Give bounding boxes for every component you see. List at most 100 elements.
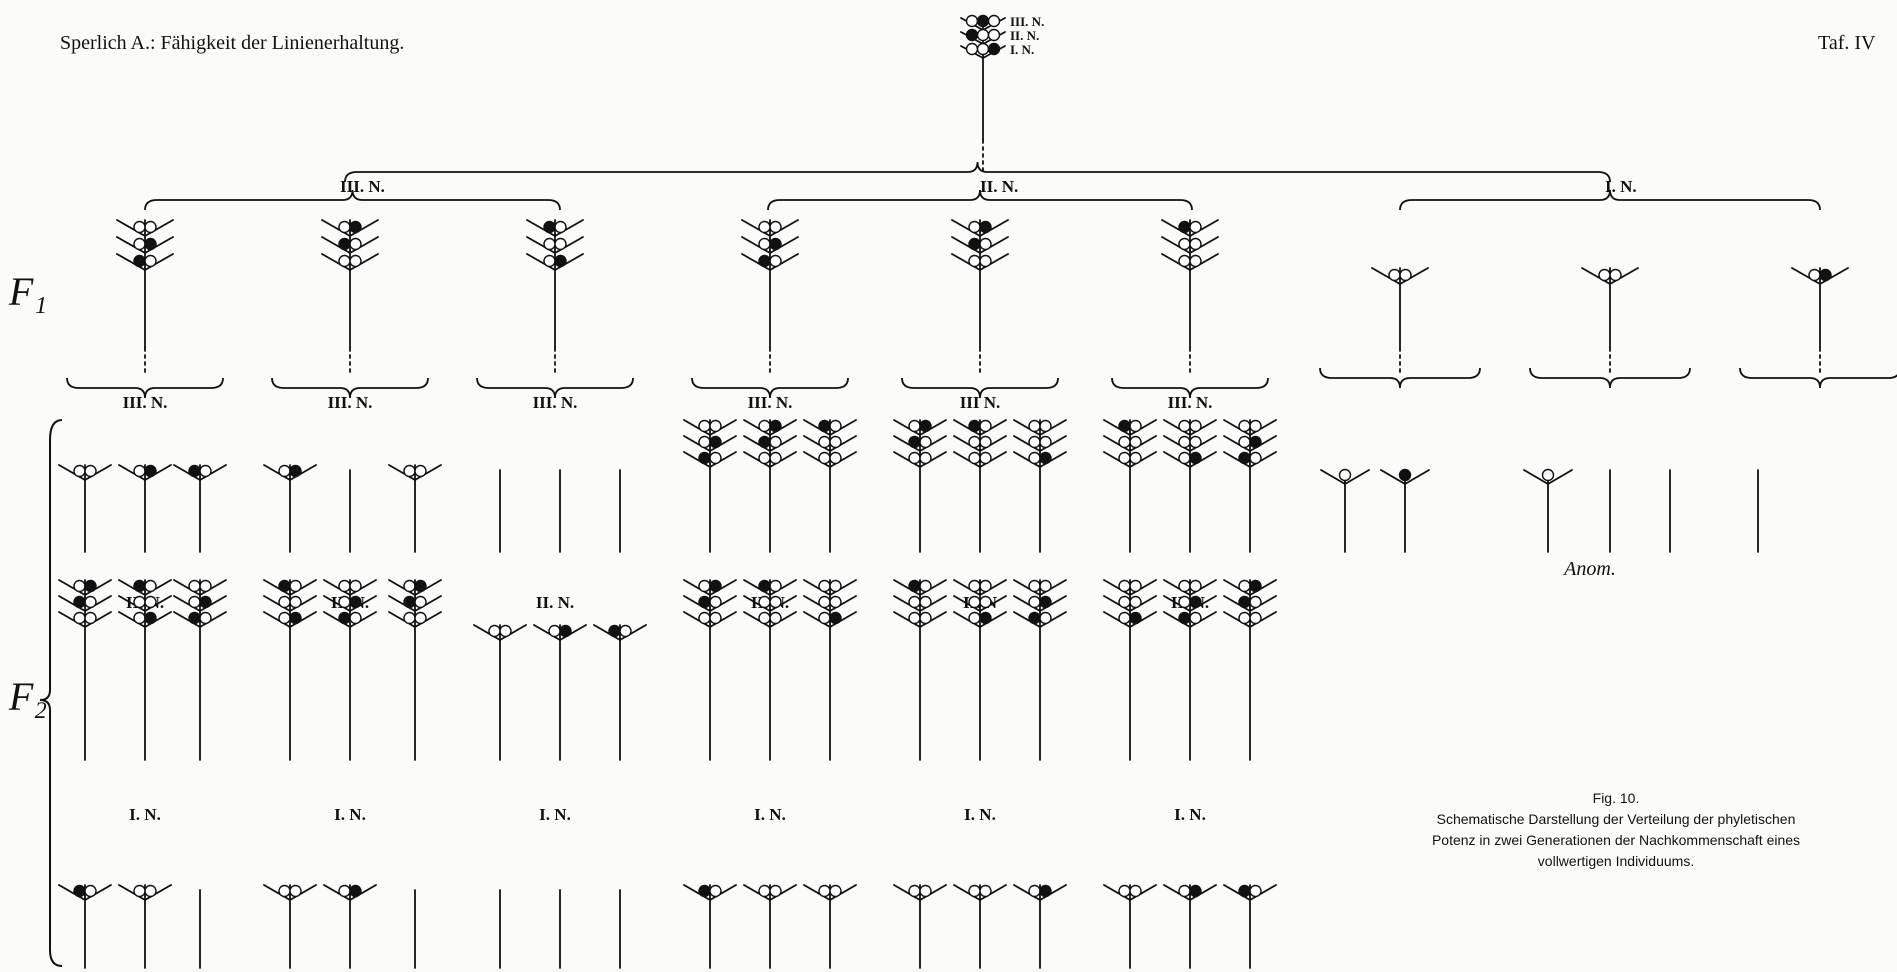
f2-plant <box>803 579 857 761</box>
plant-branch-right <box>349 884 377 901</box>
seed-circle <box>968 220 981 234</box>
plant-branch-right <box>499 624 527 641</box>
plant-branch-left <box>173 611 201 628</box>
seed-circle <box>1238 451 1251 465</box>
plant-branch-left <box>1223 435 1251 452</box>
group-label: II. N. <box>980 177 1018 196</box>
seed-circle <box>338 579 351 593</box>
seed-circle <box>144 595 157 609</box>
f2-plant <box>1163 579 1217 761</box>
plant-branch-left <box>1223 595 1251 612</box>
plant-branch-left <box>173 464 201 481</box>
plant-branch-left <box>1163 579 1191 596</box>
seed-circle <box>818 579 831 593</box>
seed-circle <box>1028 595 1041 609</box>
seed-circle <box>199 611 212 625</box>
seed-circle <box>1249 419 1262 433</box>
plant-branch-right <box>709 419 737 436</box>
plant-branch-right <box>144 579 172 596</box>
f2-plant <box>263 579 317 761</box>
plant-branch-left <box>953 435 981 452</box>
plant-branch-right <box>919 595 947 612</box>
seed-circle <box>1819 268 1832 282</box>
seed-circle <box>908 611 921 625</box>
seed-circle <box>987 28 1001 42</box>
plant-branch-left <box>803 884 831 901</box>
plant-branch-right <box>979 451 1007 468</box>
plant-branch-left <box>1013 611 1041 628</box>
seed-circle <box>1028 451 1041 465</box>
seed-circle <box>1039 611 1052 625</box>
plant-branch-left <box>1163 419 1191 436</box>
seed-circle <box>818 435 831 449</box>
f2-plant <box>1223 884 1277 969</box>
plant-branch-left <box>1380 469 1406 485</box>
group-bracket-g1 <box>1399 189 1821 211</box>
f2-row-label: III. N. <box>748 393 793 412</box>
plant-branch-left <box>533 624 561 641</box>
seed-circle <box>403 579 416 593</box>
seed-circle <box>979 419 992 433</box>
plant-branch-right <box>144 253 174 271</box>
plant-branch-left <box>743 435 771 452</box>
seed-circle <box>289 579 302 593</box>
seed-circle <box>73 884 86 898</box>
seed-circle <box>1189 595 1202 609</box>
plant-branch-left <box>683 595 711 612</box>
plant-branch-left <box>263 579 291 596</box>
seed-circle <box>278 579 291 593</box>
f2-row-label: III. N. <box>1168 393 1213 412</box>
plant-branch-right <box>84 884 112 901</box>
plant-branch-right <box>979 579 1007 596</box>
plant-branch-right <box>199 579 227 596</box>
f2-plant <box>388 579 442 761</box>
seed-circle <box>1039 435 1052 449</box>
seed-circle <box>769 254 782 268</box>
plant-branch-right <box>979 219 1009 237</box>
plate-number: Taf. IV <box>1818 32 1876 54</box>
plant-branch-right <box>84 611 112 628</box>
f1-generation-label: F₁ <box>8 269 47 314</box>
seed-circle <box>829 435 842 449</box>
anomaly-label: Anom. <box>1562 558 1616 580</box>
plant-branch-right <box>1249 451 1277 468</box>
plate-title: Sperlich A.: Fähigkeit der Linienerhaltu… <box>60 32 405 54</box>
plant-branch-left <box>388 579 416 596</box>
f2-plant <box>473 624 527 761</box>
f2-plant <box>173 579 227 761</box>
plant-branch-left <box>743 579 771 596</box>
plant-branch-left <box>741 219 771 237</box>
seed-circle <box>968 611 981 625</box>
plant-branch-right <box>1129 451 1157 468</box>
plant-branch-right <box>1344 469 1370 485</box>
seed-circle <box>1399 268 1412 282</box>
plant-branch-right <box>349 219 379 237</box>
f2-row-label: III. N. <box>328 393 373 412</box>
seed-circle <box>1541 468 1555 482</box>
seed-circle <box>698 884 711 898</box>
seed-circle <box>349 595 362 609</box>
plant-branch-right <box>769 595 797 612</box>
seed-circle <box>979 237 992 251</box>
seed-circle <box>1189 884 1202 898</box>
plant-branch-left <box>683 451 711 468</box>
seed-circle <box>414 464 427 478</box>
seed-circle <box>919 884 932 898</box>
plant-branch-right <box>769 579 797 596</box>
f2-plant <box>803 884 857 969</box>
f1-plant <box>951 219 1009 349</box>
plant-branch-right <box>769 219 799 237</box>
seed-circle <box>698 579 711 593</box>
plant-branch-left <box>803 595 831 612</box>
seed-circle <box>133 611 146 625</box>
seed-circle <box>188 579 201 593</box>
seed-circle <box>1178 611 1191 625</box>
plant-branch-right <box>829 611 857 628</box>
seed-circle <box>199 579 212 593</box>
plant-branch-right <box>1039 611 1067 628</box>
plant-branch-right <box>144 464 172 481</box>
f2-plant-single <box>1380 468 1430 553</box>
plant-branch-right <box>919 451 947 468</box>
plant-branch-right <box>919 884 947 901</box>
